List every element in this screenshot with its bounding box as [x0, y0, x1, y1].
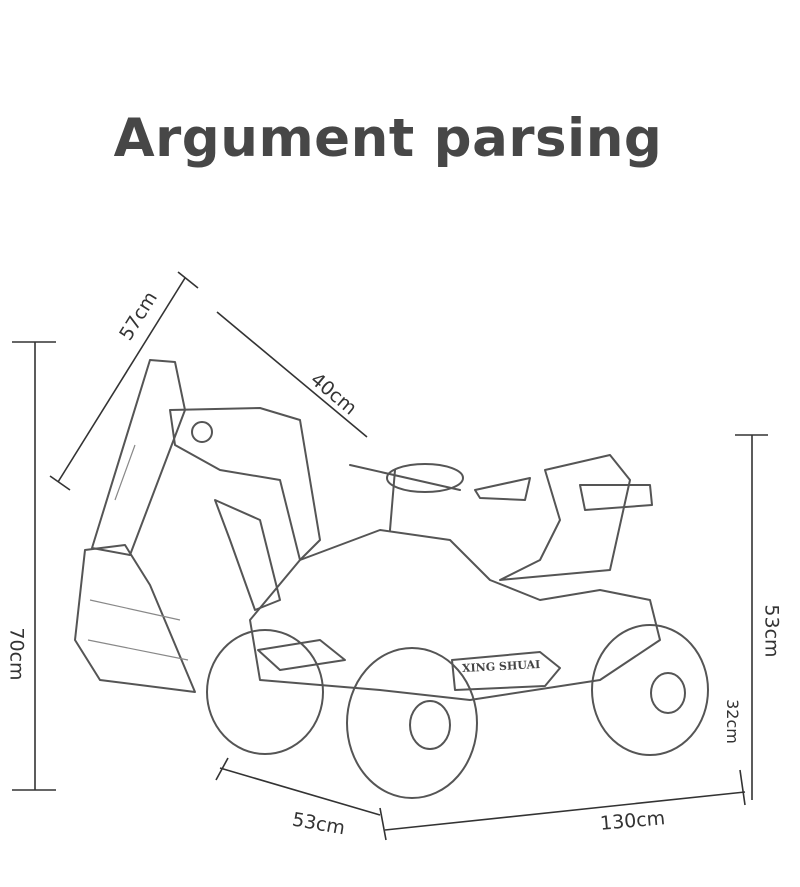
total-height-label: 70cm	[5, 627, 28, 681]
excavator-sketch	[74, 359, 709, 799]
body-height-label: 53cm	[760, 604, 783, 658]
dimension-lines	[12, 271, 768, 841]
page-title: Argument parsing	[113, 108, 663, 169]
seat-height-label: 32cm	[722, 699, 742, 744]
